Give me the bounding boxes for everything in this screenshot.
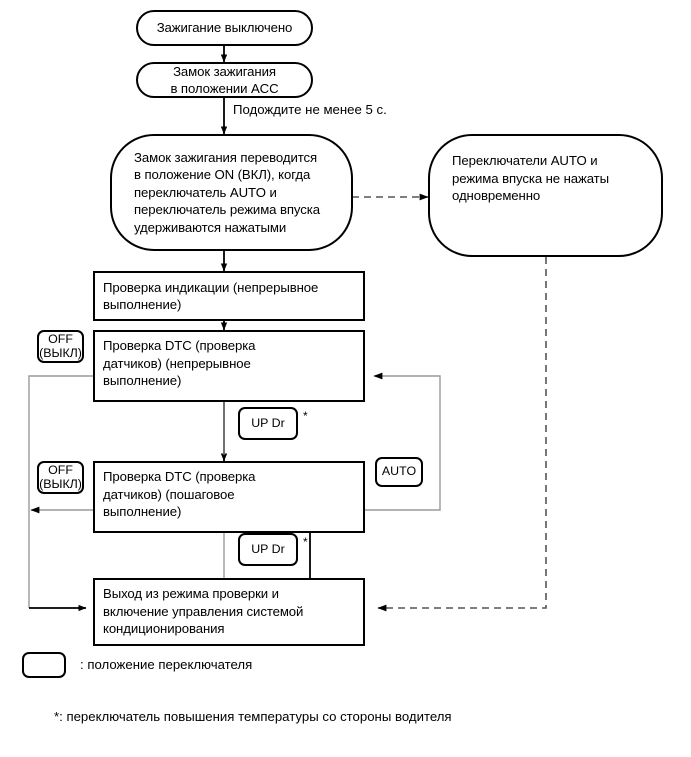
node-exit-check: Выход из режима проверки и включение упр…: [93, 578, 365, 646]
switch-tag-off-lower[interactable]: OFF (ВЫКЛ): [37, 461, 84, 494]
node-ignition-on: Замок зажигания переводится в положение …: [110, 134, 353, 251]
node-not-pressed: Переключатели AUTO и режима впуска не на…: [428, 134, 663, 257]
legend-switch-swatch: [22, 652, 66, 678]
node-dtc-continuous-label: Проверка DTC (проверка датчиков) (непрер…: [103, 338, 256, 388]
switch-tag-off-upper[interactable]: OFF (ВЫКЛ): [37, 330, 84, 363]
node-dtc-stepwise-label: Проверка DTC (проверка датчиков) (пошаго…: [103, 469, 256, 519]
switch-tag-updr-lower-label: UP Dr: [251, 541, 285, 556]
switch-tag-updr-lower[interactable]: UP Dr: [238, 533, 298, 566]
switch-tag-updr-upper-label: UP Dr: [251, 415, 285, 430]
node-ignition-acc: Замок зажигания в положении ACC: [136, 62, 313, 98]
node-indicator-check: Проверка индикации (непрерывное выполнен…: [93, 271, 365, 321]
switch-tag-off-upper-label: OFF (ВЫКЛ): [39, 331, 82, 360]
node-dtc-continuous: Проверка DTC (проверка датчиков) (непрер…: [93, 330, 365, 402]
legend-caption: : положение переключателя: [80, 657, 253, 672]
node-ignition-acc-label: Замок зажигания в положении ACC: [170, 63, 279, 97]
edge-auto-loop: [365, 372, 441, 511]
footnote-text: *: переключатель повышения температуры с…: [54, 709, 452, 724]
node-dtc-stepwise: Проверка DTC (проверка датчиков) (пошаго…: [93, 461, 365, 533]
switch-tag-updr-upper[interactable]: UP Dr: [238, 407, 298, 440]
edge-label-wait-5s: Подождите не менее 5 с.: [233, 102, 387, 117]
asterisk-updr-upper: *: [303, 409, 308, 423]
switch-tag-auto-label: AUTO: [381, 464, 417, 479]
node-ignition-off-label: Зажигание выключено: [156, 20, 293, 36]
node-indicator-check-label: Проверка индикации (непрерывное выполнен…: [103, 279, 319, 313]
switch-tag-auto[interactable]: AUTO: [375, 457, 423, 487]
asterisk-updr-lower: *: [303, 535, 308, 549]
node-ignition-off: Зажигание выключено: [136, 10, 313, 46]
edge-notpressed-to-exit-dashed: [377, 257, 547, 612]
node-not-pressed-label: Переключатели AUTO и режима впуска не на…: [452, 153, 609, 203]
node-exit-check-label: Выход из режима проверки и включение упр…: [103, 586, 304, 636]
node-ignition-on-label: Замок зажигания переводится в положение …: [134, 149, 320, 235]
switch-tag-off-lower-label: OFF (ВЫКЛ): [39, 462, 82, 491]
edge-off-upper: [28, 375, 93, 608]
